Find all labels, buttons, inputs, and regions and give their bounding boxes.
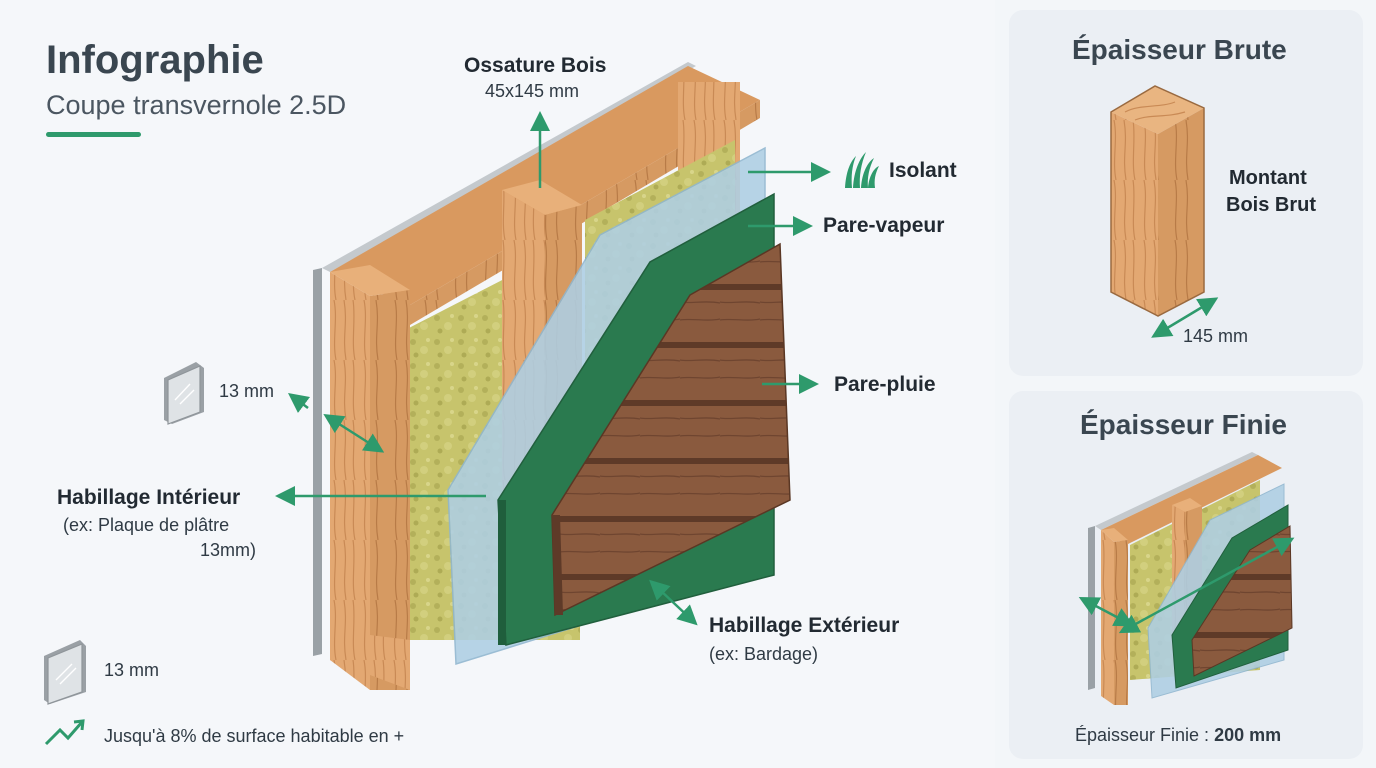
card-finie-caption-value: 200 mm bbox=[1214, 725, 1282, 745]
label-habillage-int-title: Habillage Intérieur bbox=[57, 486, 241, 509]
label-ossature-title: Ossature Bois bbox=[464, 54, 607, 77]
label-pare-vapeur: Pare-vapeur bbox=[823, 214, 945, 237]
plaster-sample-icon-legend bbox=[44, 640, 86, 705]
card-brute-title: Épaisseur Brute bbox=[1072, 34, 1287, 65]
arrow-brute-width bbox=[1151, 297, 1219, 338]
label-ossature-dim: 45x145 mm bbox=[485, 81, 580, 101]
card-finie-caption-prefix: Épaisseur Finie : bbox=[1075, 725, 1215, 745]
page-subtitle: Coupe transvernole 2.5D bbox=[46, 90, 347, 120]
title-underline bbox=[46, 132, 141, 137]
label-pare-pluie: Pare-pluie bbox=[834, 373, 936, 396]
trend-up-icon bbox=[44, 719, 85, 746]
mini-wall-illustration bbox=[1088, 452, 1293, 705]
grass-icon bbox=[845, 152, 879, 188]
label-isolant: Isolant bbox=[889, 159, 957, 182]
gain-text: Jusqu'à 8% de surface habitable en + bbox=[104, 726, 405, 746]
card-brute-dimension: 145 mm bbox=[1183, 326, 1249, 346]
arrow-stud-depth bbox=[323, 413, 385, 453]
plaster-sample-icon bbox=[164, 362, 204, 425]
legend-thickness: 13 mm bbox=[104, 660, 160, 680]
label-plaque-thickness: 13 mm bbox=[219, 381, 275, 401]
label-habillage-int-line1: (ex: Plaque de plâtre bbox=[63, 515, 230, 535]
label-habillage-int-line2: 13mm) bbox=[200, 540, 257, 560]
stud-illustration bbox=[1110, 85, 1205, 317]
label-habillage-ext-sub: (ex: Bardage) bbox=[709, 644, 819, 664]
arrow-cladding bbox=[649, 579, 698, 626]
label-habillage-ext-title: Habillage Extérieur bbox=[709, 614, 900, 637]
arrow-plaque bbox=[288, 393, 310, 413]
card-brute-label-line1: Montant bbox=[1229, 167, 1307, 189]
card-brute-label-line2: Bois Brut bbox=[1226, 194, 1316, 216]
arrow-finie-total bbox=[1118, 537, 1295, 634]
card-finie-caption: Épaisseur Finie : 200 mm bbox=[1075, 725, 1281, 746]
card-finie-title: Épaisseur Finie bbox=[1080, 409, 1287, 440]
page-title: Infographie bbox=[46, 38, 264, 82]
